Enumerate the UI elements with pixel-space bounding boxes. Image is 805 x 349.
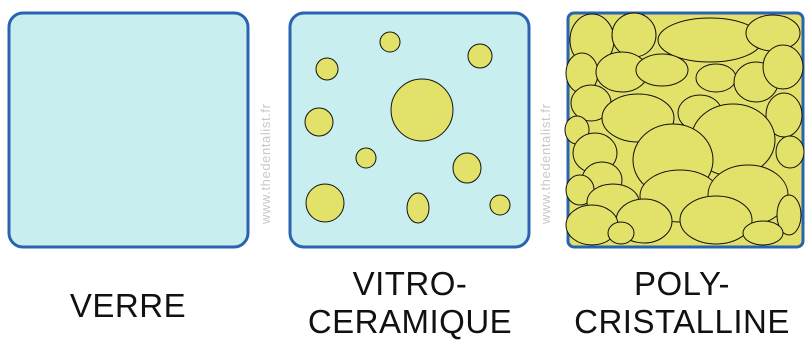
label-verre: VERRE [8,287,248,325]
vitro-crystal-particles [304,31,511,224]
label-line: VERRE [69,287,187,324]
crystal-particle [775,135,805,169]
crystal-particle [355,147,377,169]
crystal-particle [611,12,657,58]
label-line: CRISTALLINE [574,303,790,340]
label-line: POLY- [633,265,731,302]
crystal-particle [776,194,802,236]
crystal-particle [745,14,801,52]
crystal-particle [390,78,454,142]
crystal-particle [467,43,493,69]
label-vitro-ceramique: VITRO- CERAMIQUE [286,265,534,341]
watermark-text: www.thedentalist.fr [258,103,273,224]
crystal-particle [762,44,804,90]
label-poly-cristalline: POLY- CRISTALLINE [556,265,805,341]
glass-panel [7,11,250,249]
crystal-particle [679,195,753,245]
label-line: VITRO- [352,265,468,302]
crystal-particle [315,57,339,81]
poly-crystal-grains [564,12,805,246]
label-line: CERAMIQUE [307,303,513,340]
crystal-particle [742,220,784,246]
crystal-particle [305,183,345,223]
crystal-particle [406,192,430,224]
crystal-particle [379,31,401,53]
crystal-particle [695,63,737,93]
watermark-text: www.thedentalist.fr [538,103,553,224]
crystal-particle [452,152,482,184]
crystal-particle [607,221,635,245]
crystal-particle [635,53,689,87]
crystal-particle [489,194,511,216]
crystal-particle [304,107,334,137]
